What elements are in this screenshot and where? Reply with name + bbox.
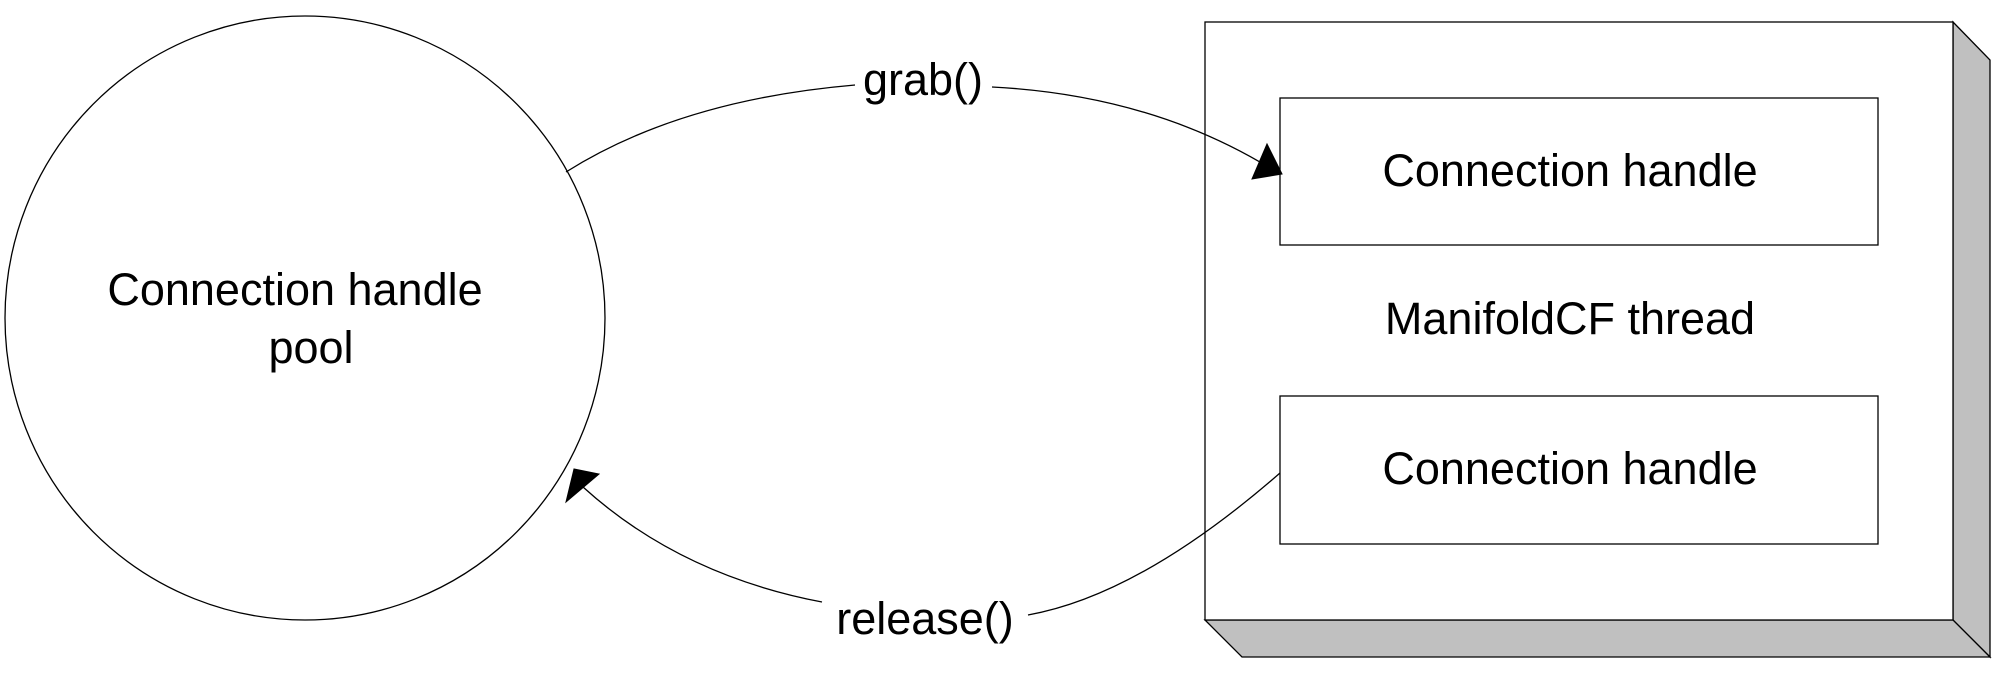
release-label: release() [836,593,1014,644]
grab-arrow-line-left [565,84,856,173]
release-arrowhead [565,468,601,504]
connection-pool-node: Connection handle pool [4,15,606,621]
thread-handle-bottom-box [1279,395,1879,545]
thread-box-side [1952,20,1991,659]
thread-box-bottom [1203,619,1992,658]
grab-arrow: grab() [565,54,1283,180]
manifoldcf-thread-node: Connection handle ManifoldCF thread Conn… [1203,20,1992,659]
release-arrow: release() [565,468,1281,644]
thread-handle-bottom-label: Connection handle [1382,443,1757,494]
thread-handle-top-label: Connection handle [1382,145,1757,196]
release-arrow-line-right [1027,472,1281,616]
pool-circle [4,15,606,621]
grab-arrow-line-right [991,86,1271,169]
grab-label: grab() [863,54,983,105]
grab-arrowhead [1251,142,1283,180]
release-arrow-line-left [582,486,823,603]
pool-label-line1: Connection handle [107,264,482,315]
thread-label: ManifoldCF thread [1385,293,1755,344]
pool-label-line2: pool [268,322,353,373]
thread-handle-bottom: Connection handle [1279,395,1879,545]
thread-handle-top: Connection handle [1279,97,1879,246]
thread-handle-top-box [1279,97,1879,246]
